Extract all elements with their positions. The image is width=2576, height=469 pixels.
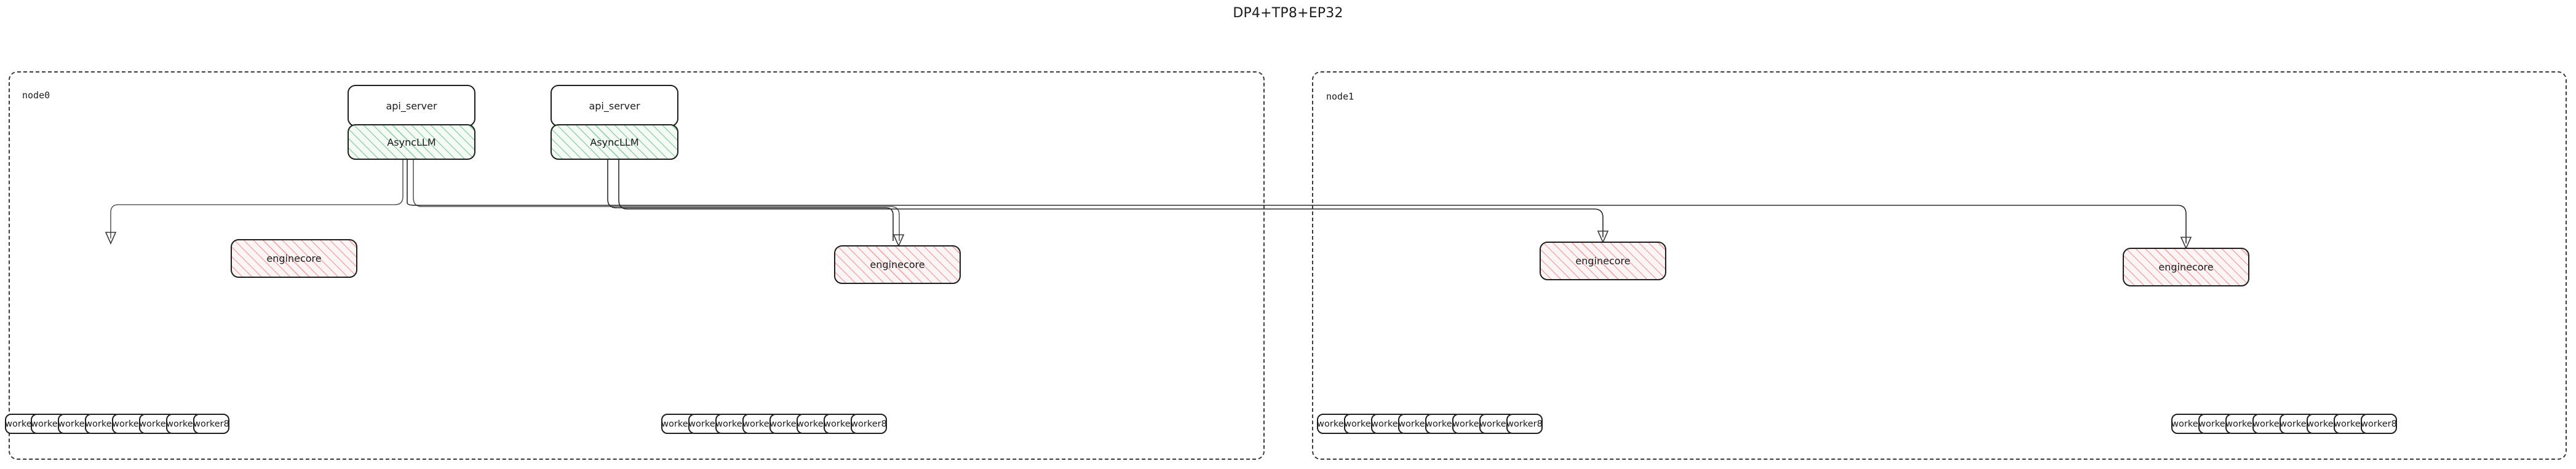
- node-label-node1: node1: [1326, 91, 1354, 102]
- node-cluster-node0: [9, 71, 1265, 460]
- worker-box-0-1-7[interactable]: worker8: [851, 414, 887, 434]
- async-llm-box-0-1[interactable]: AsyncLLM: [551, 124, 678, 160]
- api-server-box-0-0[interactable]: api_server: [348, 85, 475, 127]
- worker-box-1-1-7[interactable]: worker8: [2361, 414, 2397, 434]
- enginecore-box-0-0[interactable]: enginecore: [231, 239, 357, 278]
- node-label-node0: node0: [22, 90, 50, 101]
- api-server-box-0-1[interactable]: api_server: [551, 85, 678, 127]
- worker-box-0-0-7[interactable]: worker8: [193, 414, 229, 434]
- enginecore-box-1-0[interactable]: enginecore: [1540, 242, 1666, 280]
- page-title: DP4+TP8+EP32: [1233, 6, 1343, 21]
- node-cluster-node1: [1312, 71, 2567, 460]
- enginecore-box-1-1[interactable]: enginecore: [2123, 248, 2249, 286]
- worker-box-1-0-7[interactable]: worker8: [1506, 414, 1543, 434]
- enginecore-box-0-1[interactable]: enginecore: [834, 245, 961, 284]
- async-llm-box-0-0[interactable]: AsyncLLM: [348, 124, 475, 160]
